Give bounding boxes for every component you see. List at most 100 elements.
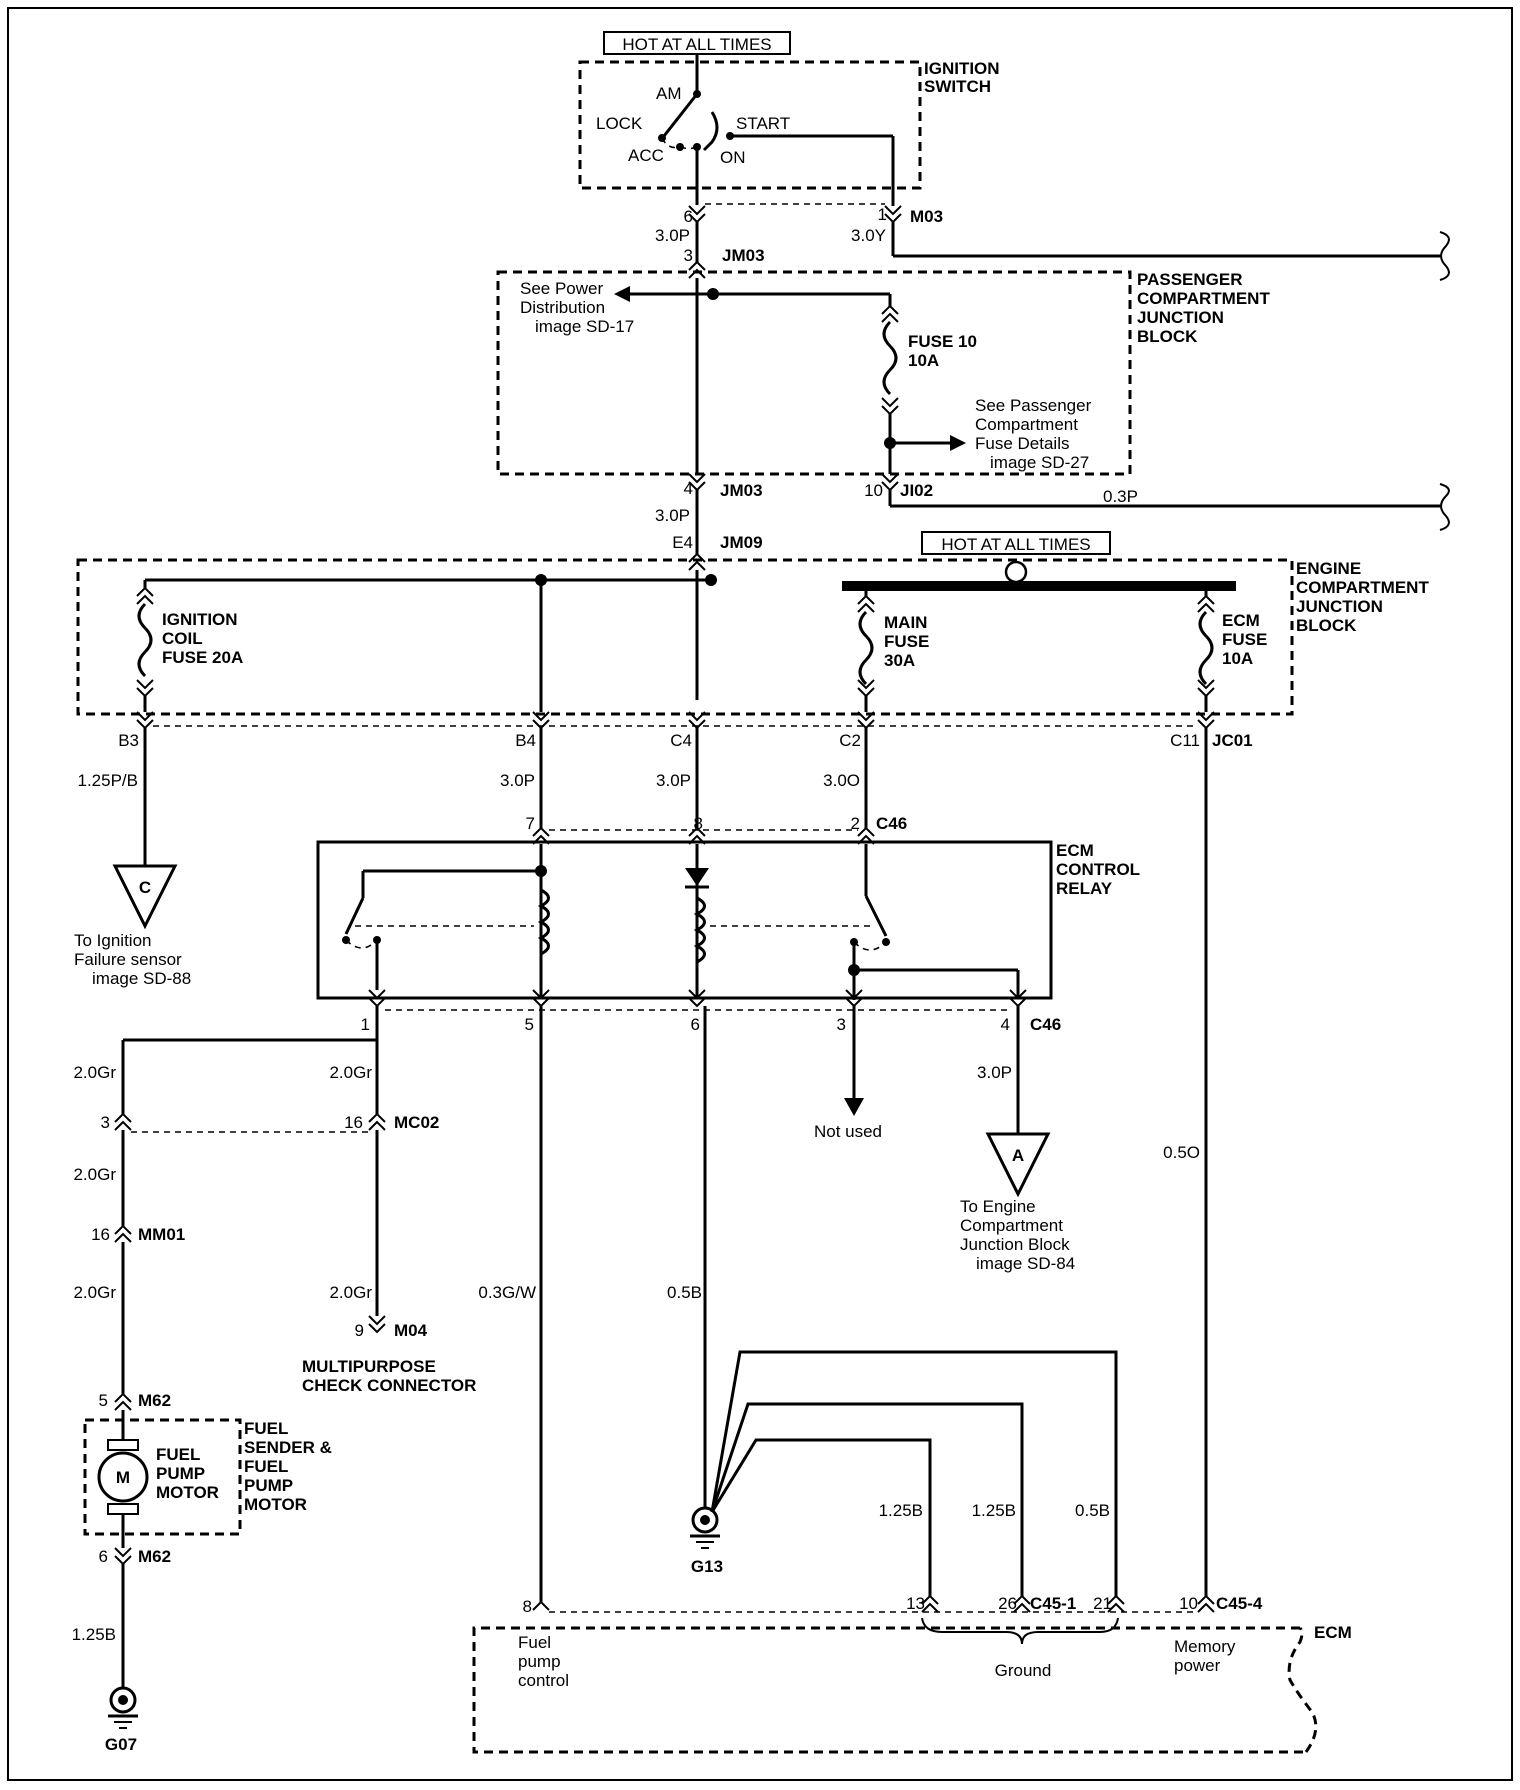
mc02-name: MC02 (394, 1113, 439, 1132)
jc01-pin-b4: B4 (515, 731, 536, 750)
connector-a-text: To Engine (960, 1197, 1036, 1216)
ignition-coil-fuse-label-3: FUSE 20A (162, 648, 243, 667)
ignition-switch-title: IGNITION (924, 59, 1000, 78)
hot-at-all-times-box-2 (921, 531, 1111, 555)
ecm-title: ECM (1314, 1623, 1352, 1642)
memory-power-label: Memory (1174, 1637, 1236, 1656)
wire-3-0y: 3.0Y (851, 226, 886, 245)
jc01-pin-c11: C11 (1170, 731, 1200, 750)
wire-2-0gr-m04: 2.0Gr (329, 1283, 372, 1302)
m03-name: M03 (910, 207, 943, 226)
ecjb-box (76, 558, 1294, 716)
c46-top-pin-7: 7 (526, 814, 535, 833)
not-used-branch: Not used (814, 1006, 882, 1141)
connector-a-text-4: image SD-84 (976, 1254, 1075, 1273)
jc01-connector: B3 B4 C4 C2 C11 JC01 (118, 711, 1253, 750)
check-connector-branch: 2.0Gr 16 MC02 2.0Gr 9 M04 MULTIPURPOSE C… (302, 1040, 476, 1395)
main-fuse-label-2: FUSE (884, 632, 929, 651)
mm01-pin: 16 (91, 1225, 110, 1244)
fuel-pump-control-label: Fuel (518, 1633, 551, 1652)
ecjb-title: ENGINE (1296, 559, 1361, 578)
wire-0-5o: 0.5O (1163, 1143, 1200, 1162)
wire-3-0p-a: 3.0P (977, 1063, 1012, 1082)
multipurpose-check-label-2: CHECK CONNECTOR (302, 1376, 476, 1395)
m03-connector: 6 1 M03 3.0P 3.0Y 3 JM03 (655, 203, 1450, 281)
jm03-top-pin: 3 (684, 246, 693, 265)
mm01-name: MM01 (138, 1225, 185, 1244)
connector-a-text-2: Compartment (960, 1216, 1063, 1235)
see-power-text-2: Distribution (520, 298, 605, 317)
m04-pin: 9 (355, 1321, 364, 1340)
start-label: START (736, 114, 790, 133)
fuel-sender-label-4: PUMP (244, 1476, 293, 1495)
wire-0-5b-ecm: 0.5B (1075, 1501, 1110, 1520)
ecjb-title-4: BLOCK (1296, 616, 1357, 635)
ecm-pin-21: 21 (1093, 1594, 1112, 1613)
ecm-fuse-label-2: FUSE (1222, 630, 1267, 649)
fuel-sender-label-3: FUEL (244, 1457, 288, 1476)
ecm-pin-13: 13 (906, 1594, 925, 1613)
jm09-pin: E4 (672, 533, 693, 552)
ground-label: Ground (995, 1661, 1052, 1680)
ignition-switch-title-2: SWITCH (924, 77, 991, 96)
see-passenger-text: See Passenger (975, 396, 1092, 415)
ji02-pin: 10 (864, 481, 883, 500)
acc-label: ACC (628, 146, 664, 165)
see-passenger-text-2: Compartment (975, 415, 1078, 434)
c46-top-name: C46 (876, 814, 907, 833)
g13-label: G13 (691, 1557, 723, 1576)
fuel-pump-branch: 2.0Gr 3 2.0Gr 16 MM01 2.0Gr 5 M62 M FUEL… (72, 1006, 379, 1754)
wire-0-5b: 0.5B (667, 1283, 702, 1302)
m03-pin-6: 6 (684, 207, 693, 226)
am-label: AM (656, 84, 682, 103)
c45-1-name: C45-1 (1030, 1594, 1076, 1613)
wire-2-0gr-mc02: 2.0Gr (329, 1063, 372, 1082)
wire-3-0p-c4: 3.0P (656, 771, 691, 790)
ground-g13-icon (690, 1506, 720, 1549)
jc01-pin-c4: C4 (670, 731, 692, 750)
jc01-pin-c2: C2 (839, 731, 861, 750)
ignition-coil-fuse-label: IGNITION (162, 610, 238, 629)
wire-3-0p-b4: 3.0P (500, 771, 535, 790)
jc01-pin-b3: B3 (118, 731, 139, 750)
c46-top-pin-2: 2 (851, 814, 860, 833)
fuel-sender-label: FUEL (244, 1419, 288, 1438)
m04-name: M04 (394, 1321, 428, 1340)
m62-name-bottom: M62 (138, 1547, 171, 1566)
jm03-ji02-connectors: 4 JM03 10 JI02 0.3P 3.0P E4 JM09 (655, 473, 1450, 571)
see-passenger-text-4: image SD-27 (990, 453, 1089, 472)
passenger-compartment-junction-block: PASSENGER COMPARTMENT JUNCTION BLOCK See… (496, 270, 1270, 476)
wire-1-25b-a: 1.25B (879, 1501, 923, 1520)
wire-1-25p-b: 1.25P/B (78, 771, 139, 790)
ecm-fuse-label: ECM (1222, 611, 1260, 630)
ecm-control-relay: 7 8 2 C46 ECM CONTROL RELAY (316, 814, 1140, 1000)
c46-bottom-name: C46 (1030, 1015, 1061, 1034)
fuse-10-label: FUSE 10 (908, 332, 977, 351)
fuel-pump-inner-label-3: MOTOR (156, 1483, 219, 1502)
ecm-module: ECM 8 13 26 C45-1 21 10 C45-4 Fuel pump … (472, 1594, 1352, 1754)
jm03-bottom-pin: 4 (684, 479, 693, 498)
c46-bottom-pin-1: 1 (361, 1015, 370, 1034)
c46-bottom-pin-4: 4 (1001, 1015, 1010, 1034)
wire-2-0gr-1: 2.0Gr (73, 1063, 116, 1082)
ecm-pin-26: 26 (998, 1594, 1017, 1613)
pcjb-box (496, 270, 1132, 476)
fuel-pump-inner-label-2: PUMP (156, 1464, 205, 1483)
relay-title: ECM (1056, 841, 1094, 860)
main-fuse-label-3: 30A (884, 651, 915, 670)
connector-c-text-3: image SD-88 (92, 969, 191, 988)
ecm-pin-8: 8 (523, 1597, 532, 1616)
connector-c: C To Ignition Failure sensor image SD-88 (74, 864, 191, 988)
lock-label: LOCK (596, 114, 643, 133)
c46-top-pin-8: 8 (694, 814, 703, 833)
wire-0-3g-w: 0.3G/W (478, 1283, 536, 1302)
connector-a: 3.0P A To Engine Compartment Junction Bl… (960, 1006, 1075, 1273)
hot-at-all-times-label: HOT AT ALL TIMES (622, 35, 771, 54)
see-power-text: See Power (520, 279, 603, 298)
ignition-switch-box (578, 60, 922, 190)
ecjb-title-2: COMPARTMENT (1296, 578, 1429, 597)
ecm-pin-10: 10 (1179, 1594, 1198, 1613)
fuel-pump-control-wire: 0.3G/W (478, 1006, 543, 1602)
wire-2-0gr-3: 2.0Gr (73, 1283, 116, 1302)
fuel-pump-control-label-2: pump (518, 1652, 561, 1671)
